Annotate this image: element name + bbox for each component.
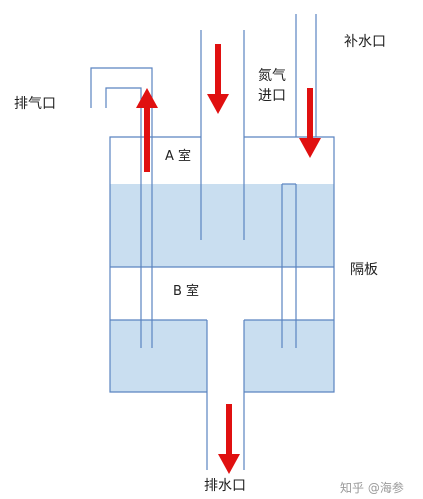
drain-outlet-label: 排水口 bbox=[204, 478, 246, 494]
refill-down-arrow bbox=[299, 88, 321, 158]
tank-outline-right bbox=[244, 136, 335, 393]
chamber-b-label: B 室 bbox=[173, 284, 200, 299]
chamber-a-label: A 室 bbox=[165, 149, 192, 164]
watermark: 知乎 @海参 bbox=[340, 481, 404, 495]
exhaust-pipe-inner-wall bbox=[105, 87, 142, 348]
exhaust-up-arrow bbox=[136, 88, 158, 172]
drain-down-arrow bbox=[218, 404, 240, 474]
exhaust-outlet-label: 排气口 bbox=[14, 96, 56, 112]
partition-label: 隔板 bbox=[350, 262, 378, 278]
refill-inlet-label: 补水口 bbox=[344, 34, 386, 50]
drain-pipe-interior bbox=[207, 320, 244, 392]
exhaust-pipe-outer-wall bbox=[90, 67, 153, 348]
nitrogen-inlet-label-line2: 进口 bbox=[258, 88, 286, 104]
chamber-a-water bbox=[110, 184, 334, 267]
tank-outline-left bbox=[109, 136, 207, 393]
chamber-b-water-right bbox=[244, 320, 334, 392]
nitrogen-inlet-label-line1: 氮气 bbox=[258, 68, 286, 84]
nitrogen-down-arrow bbox=[207, 44, 229, 114]
chamber-b-water-left bbox=[110, 320, 207, 392]
